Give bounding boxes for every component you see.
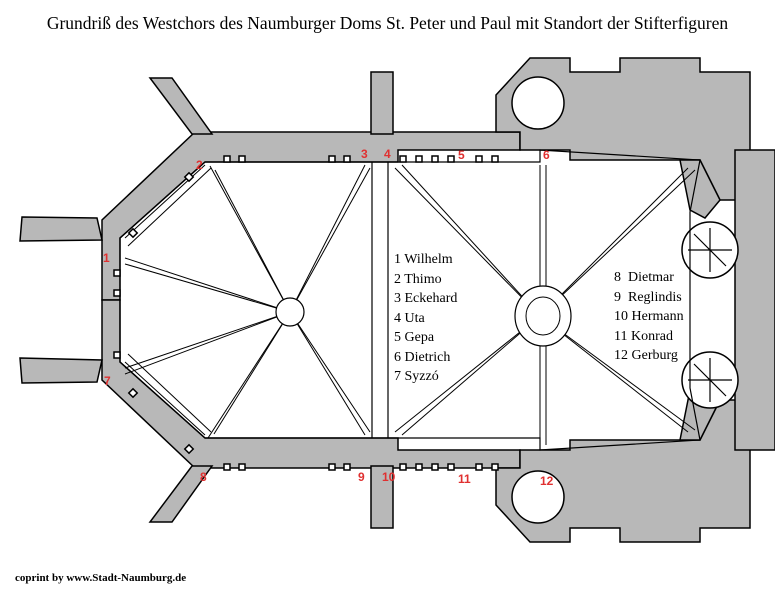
buttress-w-upper xyxy=(19,216,103,242)
buttress-s xyxy=(370,465,394,529)
buttress-sw xyxy=(148,465,214,523)
marker-2: 2 xyxy=(196,158,203,172)
buttress-w-lower xyxy=(19,357,103,384)
copyright-notice: coprint by www.Stadt-Naumburg.de xyxy=(15,572,187,584)
legend-item: 6 Dietrich xyxy=(394,349,451,365)
legend-item: 10 Hermann xyxy=(614,309,684,324)
figure-markers: 1 2 3 4 5 6 7 8 9 10 11 12 xyxy=(103,147,554,488)
marker-5: 5 xyxy=(458,148,465,162)
diagram-title: Grundriß des Westchors des Naumburger Do… xyxy=(46,13,729,33)
marker-9: 9 xyxy=(358,470,365,484)
legend-west-figures: 1 Wilhelm 2 Thimo 3 Eckehard 4 Uta 5 Gep… xyxy=(394,250,457,387)
marker-7: 7 xyxy=(104,374,111,388)
choir-interior-outline xyxy=(119,149,701,451)
buttress-n xyxy=(370,71,394,135)
stair-tower-south xyxy=(511,470,565,524)
buttress-nw xyxy=(148,77,214,135)
marker-6: 6 xyxy=(543,148,550,162)
legend-item: 8 Dietmar xyxy=(614,270,674,285)
marker-3: 3 xyxy=(361,147,368,161)
legend-item: 7 Syzzó xyxy=(394,369,439,384)
apse-vault-ribs xyxy=(124,164,371,439)
legend-item: 12 Gerburg xyxy=(614,348,678,363)
marker-8: 8 xyxy=(200,470,207,484)
legend-east-figures: 8 Dietmar 9 Reglindis 10 Hermann 11 Konr… xyxy=(614,268,684,366)
legend-item: 2 Thimo xyxy=(394,271,442,287)
marker-11: 11 xyxy=(458,472,471,486)
legend-item: 1 Wilhelm xyxy=(394,252,453,267)
east-wall-right xyxy=(734,149,775,451)
legend-item: 11 Konrad xyxy=(614,328,673,344)
legend-item: 3 Eckehard xyxy=(394,291,458,306)
marker-10: 10 xyxy=(382,470,396,484)
stair-tower-north xyxy=(511,76,565,130)
marker-1: 1 xyxy=(103,251,110,265)
bay-vault-ribs xyxy=(394,164,696,445)
pedestals xyxy=(113,155,499,471)
legend-item: 5 Gepa xyxy=(394,330,435,345)
apse-keystone xyxy=(275,297,305,327)
bay-keystone xyxy=(514,285,572,347)
marker-4: 4 xyxy=(384,147,391,161)
legend-item: 9 Reglindis xyxy=(614,289,682,305)
marker-12: 12 xyxy=(540,474,554,488)
legend-item: 4 Uta xyxy=(394,310,425,326)
